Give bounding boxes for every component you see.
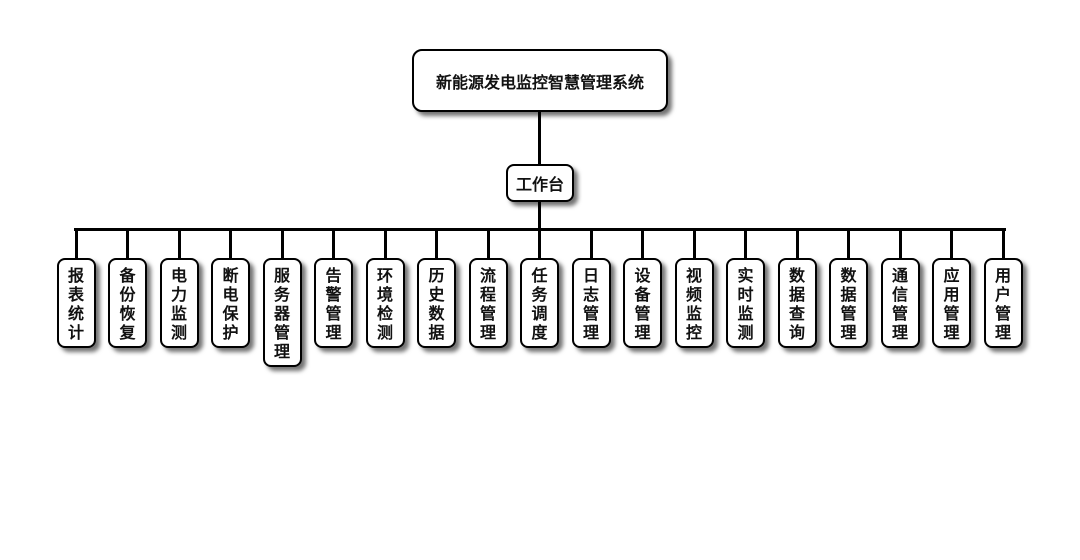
- module-node: 通信管理: [880, 258, 920, 348]
- module-label: 服务器管理: [273, 266, 290, 361]
- module-label: 日志管理: [582, 266, 599, 342]
- module-label: 实时监测: [737, 266, 754, 342]
- module-label: 数据查询: [788, 266, 805, 342]
- module-label: 用户管理: [994, 266, 1011, 342]
- module-node: 视频监控: [674, 258, 714, 348]
- module-label: 告警管理: [325, 266, 342, 342]
- module-node: 日志管理: [571, 258, 611, 348]
- module-label: 任务调度: [531, 266, 548, 342]
- module-node: 环境检测: [365, 258, 405, 348]
- connector-leaf: [74, 229, 78, 259]
- module-node: 应用管理: [932, 258, 971, 348]
- module-node: 任务调度: [520, 258, 559, 348]
- hub-node: 工作台: [506, 164, 574, 202]
- module-node: 用户管理: [983, 258, 1023, 348]
- connector-leaf: [847, 229, 850, 259]
- root-label: 新能源发电监控智慧管理系统: [435, 72, 644, 92]
- connector-leaf: [641, 229, 644, 259]
- module-node: 告警管理: [314, 258, 353, 348]
- module-node: 报表统计: [56, 258, 96, 348]
- module-label: 备份恢复: [119, 266, 136, 342]
- module-node: 实时监测: [726, 258, 765, 348]
- module-label: 电力监测: [170, 266, 187, 342]
- module-label: 数据管理: [840, 266, 857, 342]
- module-label: 报表统计: [67, 266, 84, 342]
- hub-label: 工作台: [515, 175, 564, 194]
- module-label: 应用管理: [943, 266, 960, 342]
- module-node: 备份恢复: [108, 258, 147, 348]
- connector-leaf: [229, 229, 232, 259]
- connector-leaf: [538, 229, 541, 259]
- connector-root-hub: [538, 112, 541, 164]
- module-label: 通信管理: [891, 266, 908, 342]
- module-node: 数据查询: [777, 258, 817, 348]
- module-label: 历史数据: [428, 266, 445, 342]
- module-label: 设备管理: [634, 266, 651, 342]
- connector-leaf: [435, 229, 438, 259]
- connector-leaf: [383, 229, 387, 259]
- connector-leaf: [280, 229, 284, 259]
- module-node: 历史数据: [417, 258, 456, 348]
- root-node: 新能源发电监控智慧管理系统: [412, 49, 668, 112]
- connector-leaf: [950, 229, 953, 259]
- connector-leaf: [589, 229, 593, 259]
- connector-leaf: [126, 229, 129, 259]
- connector-leaf: [744, 229, 747, 259]
- module-label: 断电保护: [222, 266, 239, 342]
- connector-leaf: [486, 229, 490, 259]
- module-label: 环境检测: [376, 266, 393, 342]
- module-node: 服务器管理: [262, 258, 302, 367]
- module-node: 断电保护: [211, 258, 250, 348]
- connector-leaf: [795, 229, 799, 259]
- connector-leaf: [177, 229, 181, 259]
- module-node: 流程管理: [468, 258, 508, 348]
- connector-leaf: [898, 229, 902, 259]
- module-node: 设备管理: [623, 258, 662, 348]
- module-label: 视频监控: [685, 266, 702, 342]
- connector-leaf: [1001, 229, 1005, 259]
- module-node: 电力监测: [159, 258, 199, 348]
- module-label: 流程管理: [479, 266, 496, 342]
- module-node: 数据管理: [829, 258, 868, 348]
- connector-leaf: [692, 229, 696, 259]
- connector-leaf: [332, 229, 335, 259]
- connector-hub-bus: [538, 202, 541, 230]
